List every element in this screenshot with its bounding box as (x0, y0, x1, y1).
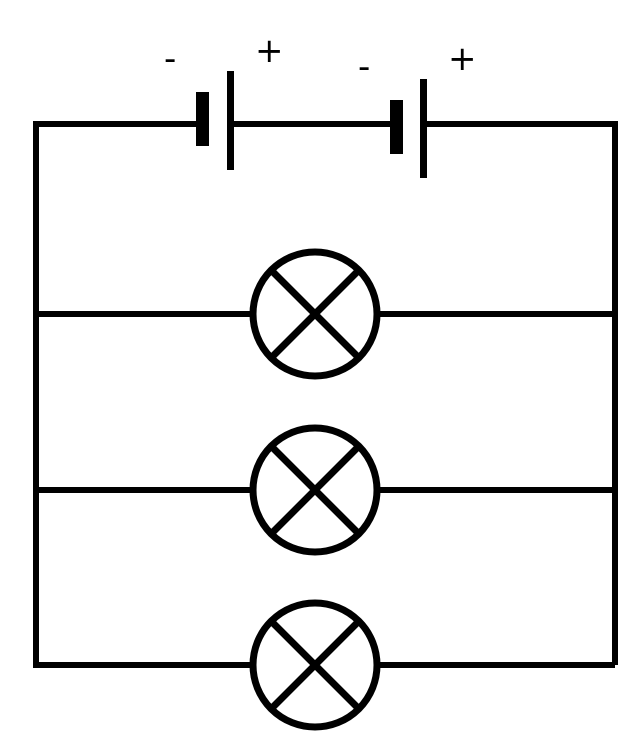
battery-1 (196, 71, 234, 170)
lamp-1 (249, 248, 381, 380)
battery-1-positive-plate (227, 71, 234, 170)
battery-1-negative-label: - (164, 39, 177, 79)
battery-2 (390, 79, 427, 178)
battery-2-negative-label: - (358, 47, 371, 87)
lamp-3 (249, 599, 381, 731)
lamp-2 (249, 424, 381, 556)
battery-2-negative-plate (390, 100, 403, 154)
battery-2-positive-plate (420, 79, 427, 178)
battery-1-positive-label: + (255, 31, 284, 71)
battery-1-negative-plate (196, 92, 209, 146)
battery-2-positive-label: + (448, 39, 477, 79)
